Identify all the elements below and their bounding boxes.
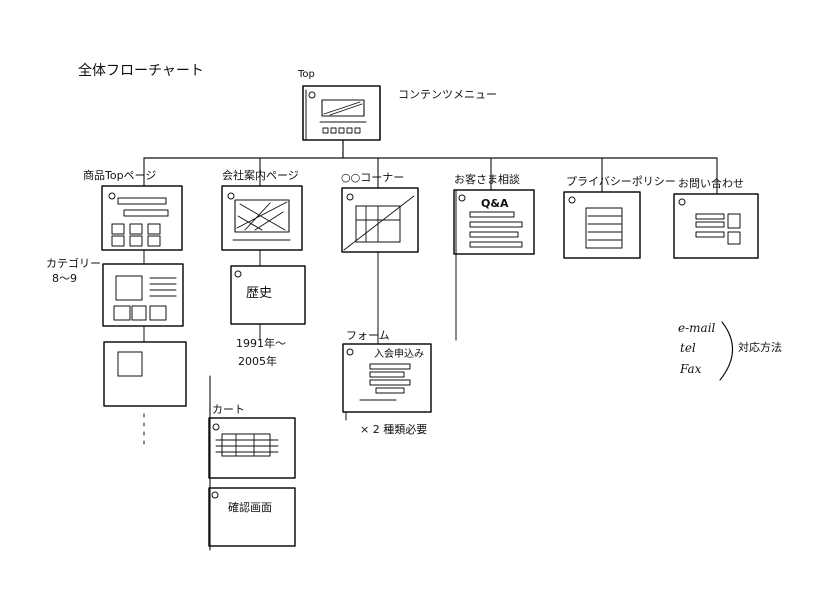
contact-methods-label: 対応方法	[738, 341, 782, 354]
corner-box	[341, 187, 419, 253]
confirm-box	[208, 487, 296, 547]
top-page-note: コンテンツメニュー	[398, 88, 497, 101]
category-box	[102, 263, 184, 327]
contact-methods-bracket	[719, 321, 734, 381]
product-top-box	[101, 185, 183, 251]
form-note: × 2 種類必要	[360, 423, 428, 436]
history-years-start: 1991年～	[236, 337, 286, 350]
form-box	[342, 343, 432, 421]
contact-method-tel: tel	[680, 341, 696, 355]
branch-label-corner: ○○コーナー	[341, 171, 405, 184]
contact-method-email: e-mail	[678, 321, 716, 335]
category-label: カテゴリー	[46, 257, 101, 270]
confirm-label: 確認画面	[228, 501, 272, 514]
cart-label: カート	[212, 403, 245, 416]
cart-box	[208, 417, 296, 479]
branch-label-privacy: プライバシーポリシー	[566, 175, 676, 188]
chart-title: 全体フローチャート	[78, 63, 204, 79]
product-detail-box	[103, 341, 187, 407]
branch-label-contact: お問い合わせ	[678, 177, 744, 190]
company-box	[221, 185, 303, 251]
form-label: フォーム	[346, 329, 390, 342]
form-inner-label: 入会申込み	[374, 349, 424, 360]
support-box	[453, 189, 535, 341]
history-box	[230, 265, 306, 325]
branch-label-support: お客さま相談	[454, 173, 520, 186]
branch-label-company: 会社案内ページ	[222, 169, 299, 182]
top-page-label: Top	[298, 69, 315, 80]
branch-label-product: 商品Topページ	[83, 169, 157, 182]
history-years-end: 2005年	[238, 355, 277, 368]
history-label: 歴史	[246, 286, 273, 301]
qa-label: Q&A	[481, 197, 509, 210]
contact-box	[673, 193, 759, 259]
contact-method-fax: Fax	[680, 362, 702, 376]
category-range: 8～9	[52, 272, 77, 285]
branch-drops	[143, 157, 718, 195]
top-page-box	[302, 85, 381, 159]
privacy-box	[563, 191, 641, 259]
